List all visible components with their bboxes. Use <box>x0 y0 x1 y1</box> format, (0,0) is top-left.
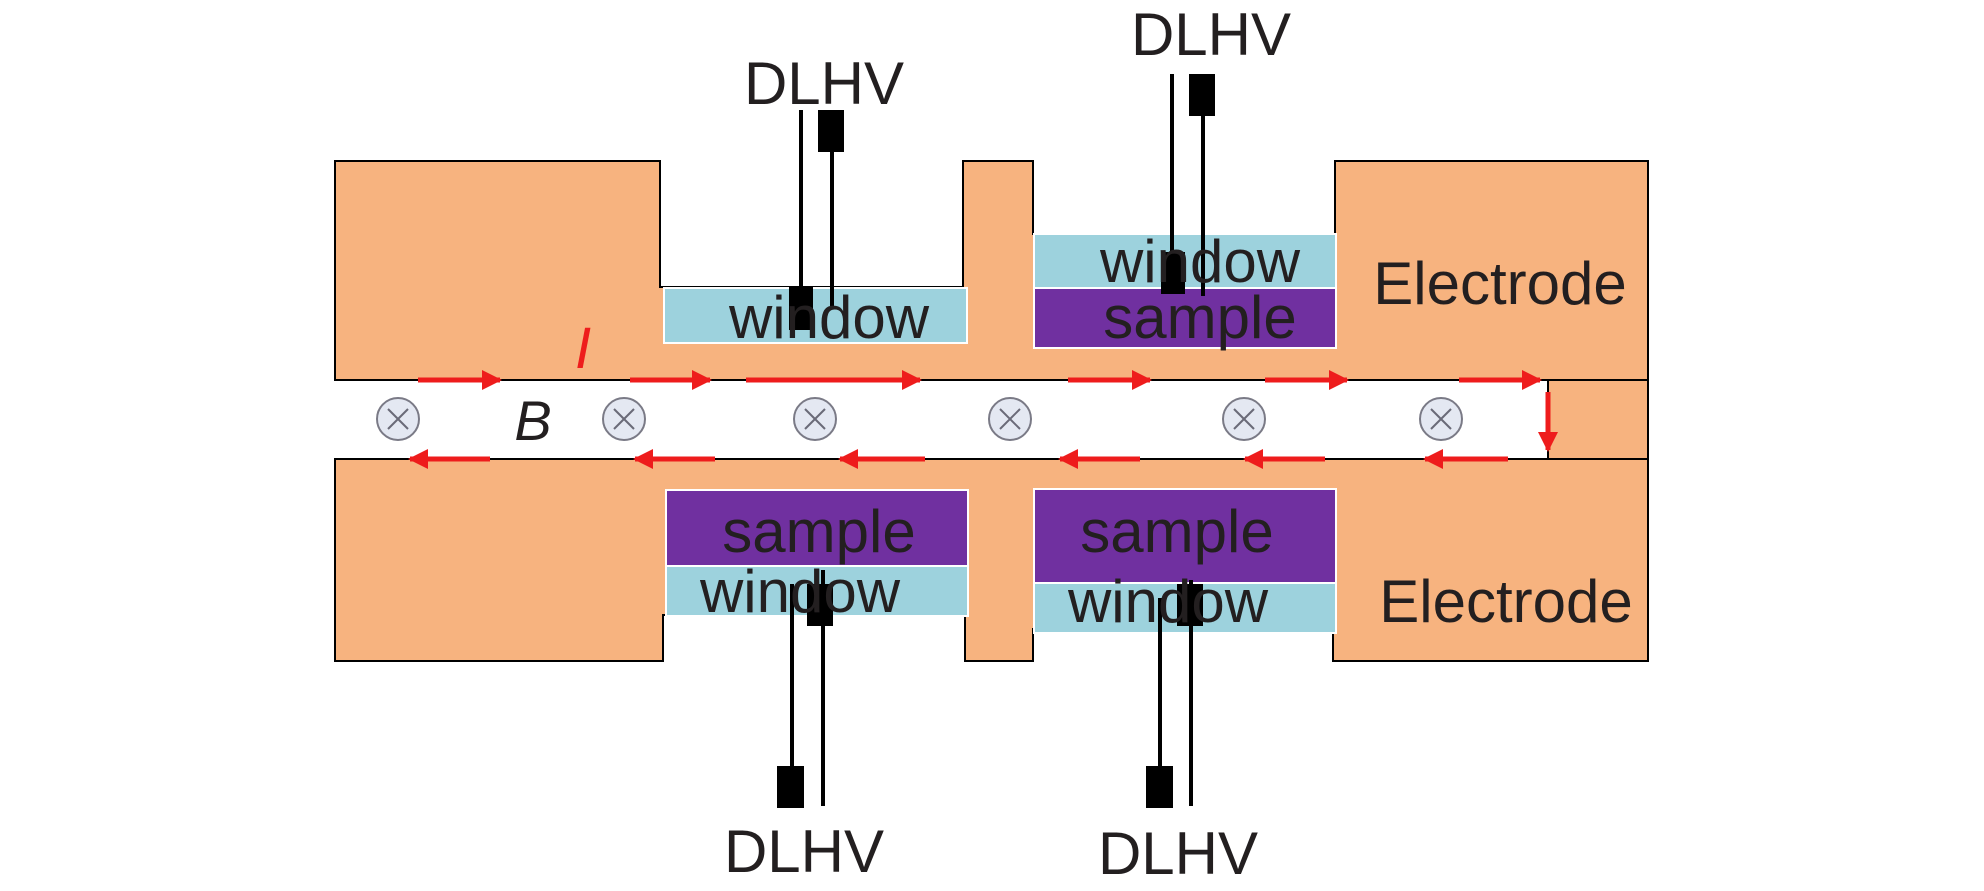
probe-bottom-left <box>777 570 833 808</box>
probe-top-right <box>1161 74 1215 296</box>
probe-top-right-label: DLHV <box>1131 1 1291 68</box>
field-into-page-marker <box>988 397 1032 441</box>
magnetic-field-markers <box>376 397 1463 441</box>
field-into-page-marker <box>602 397 646 441</box>
window-top-right-label: window <box>1099 228 1301 295</box>
probe-bottom-right <box>1146 580 1203 808</box>
probe-top-left-label: DLHV <box>744 50 904 117</box>
window-bottom-left-label: window <box>699 558 901 625</box>
electrode-top-label: Electrode <box>1373 250 1626 317</box>
field-into-page-marker <box>1419 397 1463 441</box>
probe-bottom-right-label: DLHV <box>1098 820 1258 886</box>
window-top-left <box>663 287 968 344</box>
field-into-page-marker <box>376 397 420 441</box>
sample-top-right-label: sample <box>1103 284 1296 351</box>
electrode-bottom-label: Electrode <box>1379 568 1632 635</box>
current-symbol: I <box>575 316 591 381</box>
sample-bottom-left-label: sample <box>722 498 915 565</box>
window-top-left-label: window <box>728 284 930 351</box>
probe-bottom-left-label: DLHV <box>724 818 884 885</box>
window-bottom-right-label: window <box>1067 568 1269 635</box>
field-symbol: B <box>514 389 551 452</box>
field-into-page-marker <box>1222 397 1266 441</box>
sample-bottom-left <box>665 489 969 567</box>
sample-bottom-right <box>1033 488 1337 584</box>
electrode-connector <box>1547 379 1649 460</box>
field-into-page-marker <box>793 397 837 441</box>
sample-bottom-right-label: sample <box>1080 498 1273 565</box>
current-flow <box>408 370 1558 469</box>
sample-top-right <box>1033 287 1337 349</box>
probe-top-left <box>789 110 844 330</box>
